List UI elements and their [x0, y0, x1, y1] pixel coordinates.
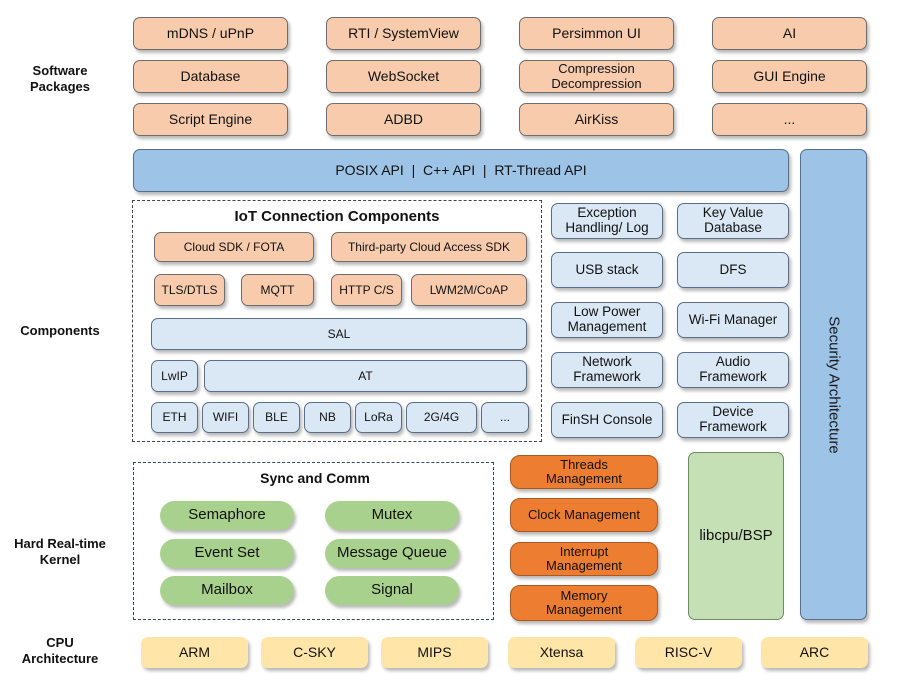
package-adbd: ADBD [326, 103, 481, 136]
link-ble: BLE [253, 402, 300, 433]
package-ai: AI [712, 17, 867, 50]
component-device-framework: Device Framework [677, 402, 789, 438]
sync-semaphore: Semaphore [160, 501, 294, 530]
package-database: Database [133, 60, 288, 93]
row-label-kernel: Hard Real-time Kernel [14, 536, 106, 568]
cloud-sdk-fota: Cloud SDK / FOTA [154, 232, 314, 262]
iot-connection-title: IoT Connection Components [234, 208, 440, 225]
sync-message-queue: Message Queue [325, 539, 459, 568]
link-2g-4g: 2G/4G [406, 402, 477, 433]
component-audio-framework: Audio Framework [677, 352, 789, 388]
package-mdns-upnp: mDNS / uPnP [133, 17, 288, 50]
component-low-power-management: Low Power Management [551, 302, 663, 338]
package-websocket: WebSocket [326, 60, 481, 93]
protocol-tls-dtls: TLS/DTLS [154, 274, 225, 306]
cpu-mips: MIPS [381, 637, 488, 668]
security-architecture: Security Architecture [800, 149, 867, 620]
kernel-clock-management: Clock Management [510, 498, 658, 532]
component-key-value-database: Key Value Database [677, 203, 789, 239]
at-layer: AT [204, 360, 527, 392]
row-label-cpu-architecture: CPU Architecture [21, 635, 99, 667]
component-finsh-console: FinSH Console [551, 402, 663, 438]
cpu-xtensa: Xtensa [508, 637, 615, 668]
cpu-c-sky: C-SKY [261, 637, 368, 668]
sync-comm-group [133, 462, 494, 620]
kernel-threads-management: Threads Management [510, 455, 658, 489]
lwip-layer: LwIP [151, 360, 198, 392]
link-eth: ETH [151, 402, 198, 433]
component-network-framework: Network Framework [551, 352, 663, 388]
sync-mailbox: Mailbox [160, 576, 294, 605]
cpu-arm: ARM [141, 637, 248, 668]
sync-signal: Signal [325, 576, 459, 605]
cpu-risc-v: RISC-V [635, 637, 742, 668]
iot-connection-group [132, 200, 542, 442]
row-label-components: Components [20, 323, 100, 338]
protocol-http: HTTP C/S [331, 274, 402, 306]
libcpu-bsp: libcpu/BSP [688, 452, 784, 620]
package-rti-systemview: RTI / SystemView [326, 17, 481, 50]
link-lora: LoRa [355, 402, 402, 433]
package-persimmon-ui: Persimmon UI [519, 17, 674, 50]
api-bar: POSIX API | C++ API | RT-Thread API [133, 149, 789, 192]
package-more: ... [712, 103, 867, 136]
sync-comm-title: Sync and Comm [260, 470, 370, 486]
row-label-software-packages: Software Packages [30, 63, 90, 95]
component-exception-handling-log: Exception Handling/ Log [551, 203, 663, 239]
package-airkiss: AirKiss [519, 103, 674, 136]
sync-event-set: Event Set [160, 539, 294, 568]
cpu-arc: ARC [761, 637, 868, 668]
package-gui-engine: GUI Engine [712, 60, 867, 93]
sal-layer: SAL [151, 318, 527, 350]
link-wifi: WIFI [202, 402, 249, 433]
link-nb: NB [304, 402, 351, 433]
link-more: ... [481, 402, 529, 433]
third-party-cloud-sdk: Third-party Cloud Access SDK [331, 232, 527, 262]
component-wifi-manager: Wi-Fi Manager [677, 302, 789, 338]
kernel-memory-management: Memory Management [510, 585, 658, 621]
protocol-lwm2m-coap: LWM2M/CoAP [411, 274, 527, 306]
component-dfs: DFS [677, 252, 789, 288]
package-compression: Compression Decompression [519, 60, 674, 93]
security-architecture-label: Security Architecture [825, 315, 843, 454]
package-script-engine: Script Engine [133, 103, 288, 136]
component-usb-stack: USB stack [551, 252, 663, 288]
kernel-interrupt-management: Interrupt Management [510, 542, 658, 576]
protocol-mqtt: MQTT [241, 274, 314, 306]
sync-mutex: Mutex [325, 501, 459, 530]
